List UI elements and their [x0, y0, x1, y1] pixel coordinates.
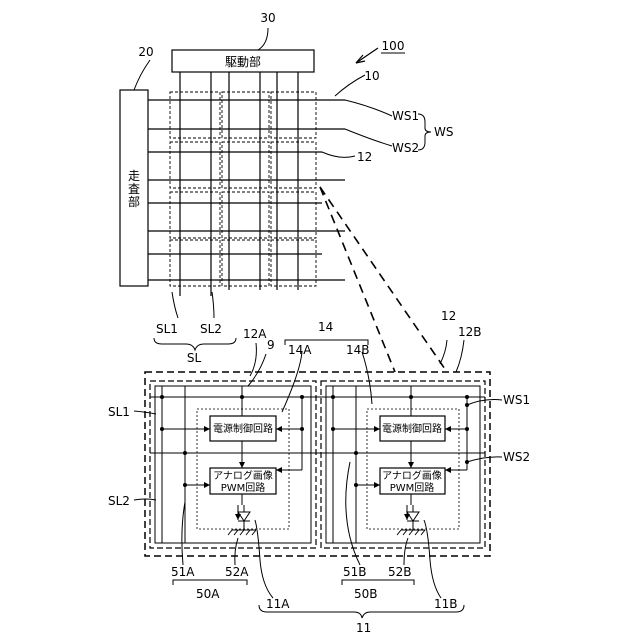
sub-pixel-a: [150, 381, 316, 548]
label-51b: 51B: [343, 565, 367, 579]
label-ws1-top: WS1: [392, 109, 419, 123]
label-52b: 52B: [388, 565, 412, 579]
label-sl2-bottom: SL2: [108, 494, 130, 508]
arrow-100: [356, 48, 378, 63]
label-100: 100: [382, 39, 405, 53]
scanner-block-label-2: 査: [128, 182, 140, 196]
analog-label-a-1: アナログ画像: [213, 469, 273, 482]
label-11b: 11B: [434, 597, 458, 611]
label-12-bottom: 12: [441, 309, 456, 323]
label-52a: 52A: [225, 565, 249, 579]
label-30: 30: [260, 11, 275, 25]
label-12a: 12A: [243, 327, 267, 341]
label-20: 20: [138, 45, 153, 59]
label-9: 9: [267, 338, 275, 352]
scanner-block-label-1: 走: [128, 169, 140, 183]
pixel-detail: [145, 372, 490, 556]
label-12b: 12B: [458, 325, 482, 339]
label-14a: 14A: [288, 343, 312, 357]
label-sl2-top: SL2: [200, 322, 222, 336]
leader-lines-top: [134, 28, 431, 350]
scan-lines: [148, 100, 345, 280]
scanner-block-label-3: 部: [128, 194, 140, 209]
label-11a: 11A: [266, 597, 290, 611]
label-ws2-bottom: WS2: [503, 450, 530, 464]
sub-pixel-b: [321, 381, 485, 548]
analog-label-b-1: アナログ画像: [382, 469, 442, 482]
driver-block-label: 駆動部: [225, 54, 261, 69]
label-14: 14: [318, 320, 333, 334]
power-control-label-a: 電源制御回路: [213, 422, 273, 435]
labels: 30 20 100 10 WS1 WS2 WS 12 SL1 SL2 SL 12…: [108, 11, 530, 635]
label-50b: 50B: [354, 587, 378, 601]
display-panel: [120, 50, 345, 296]
analog-label-b-2: PWM回路: [390, 481, 435, 494]
label-sl-group: SL: [187, 351, 202, 365]
label-ws2-top: WS2: [392, 141, 419, 155]
pixel-cells: [170, 92, 316, 286]
label-12-top: 12: [357, 150, 372, 164]
label-ws-group: WS: [434, 125, 453, 139]
analog-label-a-2: PWM回路: [221, 481, 266, 494]
power-control-label-b: 電源制御回路: [382, 422, 442, 435]
label-sl1-top: SL1: [156, 322, 178, 336]
wiring-b: [321, 386, 485, 543]
label-51a: 51A: [171, 565, 195, 579]
signal-lines: [180, 72, 298, 296]
junction-dots: [160, 395, 469, 520]
wiring-a: [150, 386, 322, 543]
label-sl1-bottom: SL1: [108, 405, 130, 419]
label-14b: 14B: [346, 343, 370, 357]
label-ws1-bottom: WS1: [503, 393, 530, 407]
label-10: 10: [364, 69, 379, 83]
label-11: 11: [356, 621, 371, 635]
label-50a: 50A: [196, 587, 220, 601]
